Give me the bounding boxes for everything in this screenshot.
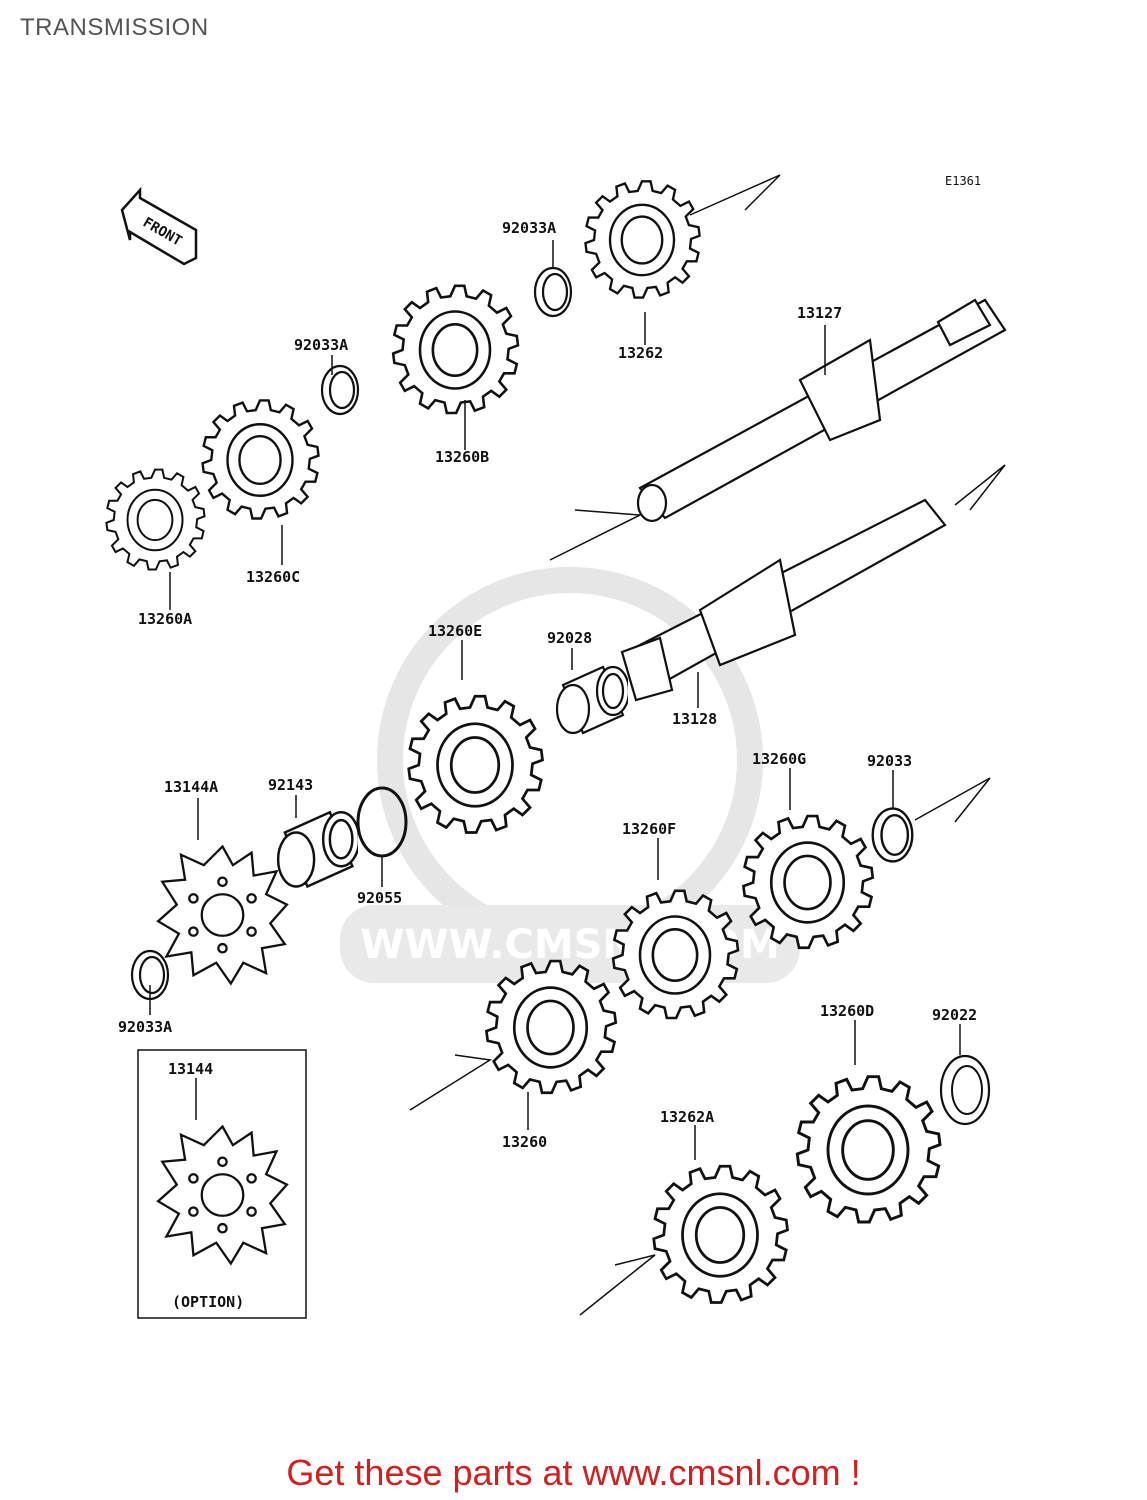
gear-13260C xyxy=(201,399,320,520)
option-label: (OPTION) xyxy=(172,1293,244,1311)
shaft-13127 xyxy=(636,298,1007,523)
label-13260E: 13260E xyxy=(428,622,482,640)
gear-13262 xyxy=(584,180,701,299)
label-13144A: 13144A xyxy=(164,778,218,796)
label-13127: 13127 xyxy=(797,304,842,322)
sprocket-13144 xyxy=(156,1125,289,1265)
shaft-13128 xyxy=(620,498,947,702)
bush-92143 xyxy=(276,810,358,888)
page-title: TRANSMISSION xyxy=(20,14,209,41)
label-92033A-2: 92033A xyxy=(294,336,348,354)
gear-13260E xyxy=(407,694,545,835)
label-92028: 92028 xyxy=(547,629,592,647)
guide-lines xyxy=(409,174,1006,1316)
label-92033A-3: 92033A xyxy=(118,1018,172,1036)
gear-13262A xyxy=(652,1164,789,1304)
label-92033A-1: 92033A xyxy=(502,219,556,237)
label-13260B: 13260B xyxy=(435,448,489,466)
gear-13260A xyxy=(105,468,206,571)
label-13262: 13262 xyxy=(618,344,663,362)
front-arrow-icon: FRONT xyxy=(120,186,198,266)
label-13260F: 13260F xyxy=(622,820,676,838)
circlip-92033 xyxy=(871,807,914,863)
label-13260C: 13260C xyxy=(246,568,300,586)
label-92033: 92033 xyxy=(867,752,912,770)
option-box: (OPTION) xyxy=(137,1049,307,1319)
label-92143: 92143 xyxy=(268,776,313,794)
circlip-92033A-1 xyxy=(533,266,573,318)
footer-promo-link[interactable]: Get these parts at www.cmsnl.com ! xyxy=(286,1452,861,1493)
label-13144: 13144 xyxy=(168,1060,213,1078)
sprocket-13144A xyxy=(156,845,289,985)
reference-code: E1361 xyxy=(945,174,981,188)
label-13262A: 13262A xyxy=(660,1108,714,1126)
label-13260A: 13260A xyxy=(138,610,192,628)
label-13128: 13128 xyxy=(672,710,717,728)
label-13260: 13260 xyxy=(502,1133,547,1151)
bush-92028 xyxy=(555,665,628,735)
gear-13260B xyxy=(391,284,520,415)
oring-92055 xyxy=(356,786,408,858)
label-92022: 92022 xyxy=(932,1006,977,1024)
washer-92022 xyxy=(939,1054,991,1126)
gear-13260D xyxy=(795,1075,942,1224)
label-92055: 92055 xyxy=(357,889,402,907)
label-13260D: 13260D xyxy=(820,1002,874,1020)
leader-lines xyxy=(149,240,961,1160)
circlip-92033A-2 xyxy=(320,364,360,416)
label-13260G: 13260G xyxy=(752,750,806,768)
